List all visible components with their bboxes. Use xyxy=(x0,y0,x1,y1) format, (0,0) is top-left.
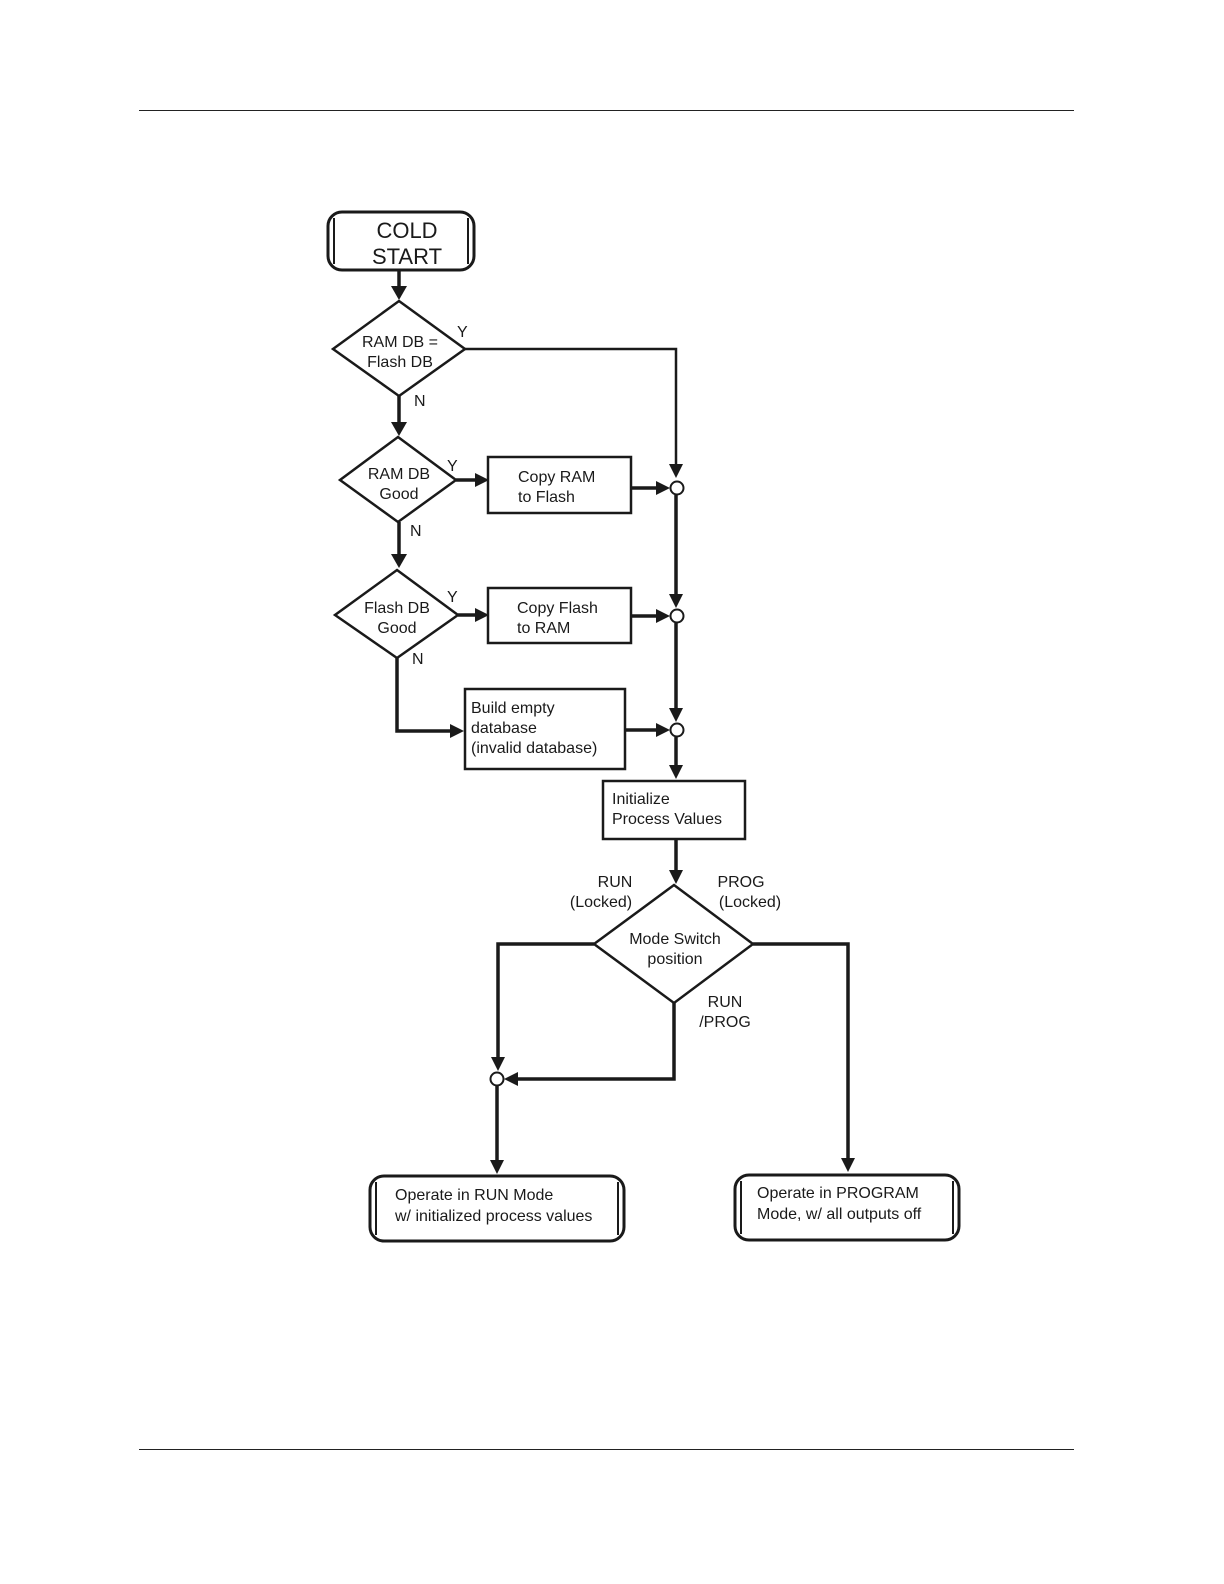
decision-ram-db-good-line-2: Good xyxy=(379,486,418,503)
build-empty-line-1: Build empty xyxy=(471,700,555,717)
build-empty-line-2: database xyxy=(471,720,537,737)
junction-4 xyxy=(489,1071,505,1087)
operate-program-line-1: Operate in PROGRAM xyxy=(757,1185,919,1202)
terminal-operate-run-mode: Operate in RUN Mode w/ initialized proce… xyxy=(368,1174,626,1243)
build-empty-line-3: (invalid database) xyxy=(471,740,597,757)
decision-ram-db-good-yes-label: Y xyxy=(447,458,458,475)
run-prog-label-1: RUN xyxy=(708,994,743,1011)
process-copy-flash-to-ram: Copy Flash to RAM xyxy=(486,586,633,645)
junction-3 xyxy=(669,722,685,738)
process-initialize-values: Initialize Process Values xyxy=(601,779,747,841)
terminal-operate-program-mode: Operate in PROGRAM Mode, w/ all outputs … xyxy=(733,1173,961,1242)
run-locked-label-2: (Locked) xyxy=(570,894,632,911)
prog-locked-label-2: (Locked) xyxy=(719,894,781,911)
decision-flash-db-good-line-1: Flash DB xyxy=(364,600,430,617)
decision-flash-db-good: Flash DB Good Y N xyxy=(332,568,461,668)
junction-1 xyxy=(669,480,685,496)
footer-rule xyxy=(139,1449,1074,1450)
cold-start-line-2: START xyxy=(372,244,442,269)
initialize-line-1: Initialize xyxy=(612,791,670,808)
cold-start-terminal: COLD START xyxy=(326,210,476,272)
decision-ram-equals-flash: RAM DB = Flash DB Y N xyxy=(330,299,468,410)
decision-flash-db-good-line-2: Good xyxy=(377,620,416,637)
decision-ram-equals-flash-yes-label: Y xyxy=(457,324,468,341)
decision-flash-db-good-no-label: N xyxy=(412,651,424,668)
operate-run-line-1: Operate in RUN Mode xyxy=(395,1187,553,1204)
junction-2 xyxy=(669,608,685,624)
cold-start-line-1: COLD xyxy=(376,218,437,243)
decision-ram-db-good-line-1: RAM DB xyxy=(368,466,430,483)
decision-ram-equals-flash-no-label: N xyxy=(414,393,426,410)
decision-ram-equals-flash-line-1: RAM DB = xyxy=(362,334,438,351)
copy-ram-to-flash-line-2: to Flash xyxy=(518,489,575,506)
decision-ram-db-good-no-label: N xyxy=(410,523,422,540)
decision-ram-equals-flash-line-2: Flash DB xyxy=(367,354,433,371)
copy-ram-to-flash-line-1: Copy RAM xyxy=(518,469,595,486)
decision-flash-db-good-yes-label: Y xyxy=(447,589,458,606)
decision-mode-switch: Mode Switch position RUN (Locked) PROG (… xyxy=(570,874,781,1031)
run-prog-label-2: /PROG xyxy=(699,1014,751,1031)
decision-ram-db-good: RAM DB Good Y N xyxy=(337,435,459,540)
initialize-line-2: Process Values xyxy=(612,811,722,828)
prog-locked-label-1: PROG xyxy=(717,874,764,891)
process-build-empty-database: Build empty database (invalid database) xyxy=(463,687,627,771)
operate-program-line-2: Mode, w/ all outputs off xyxy=(757,1206,922,1223)
header-rule xyxy=(139,110,1074,111)
mode-switch-line-1: Mode Switch xyxy=(629,931,721,948)
copy-flash-to-ram-line-1: Copy Flash xyxy=(517,600,598,617)
copy-flash-to-ram-line-2: to RAM xyxy=(517,620,570,637)
mode-switch-line-2: position xyxy=(647,951,702,968)
run-locked-label-1: RUN xyxy=(598,874,633,891)
operate-run-line-2: w/ initialized process values xyxy=(394,1208,592,1225)
process-copy-ram-to-flash: Copy RAM to Flash xyxy=(486,455,633,515)
connectors xyxy=(391,270,855,1174)
